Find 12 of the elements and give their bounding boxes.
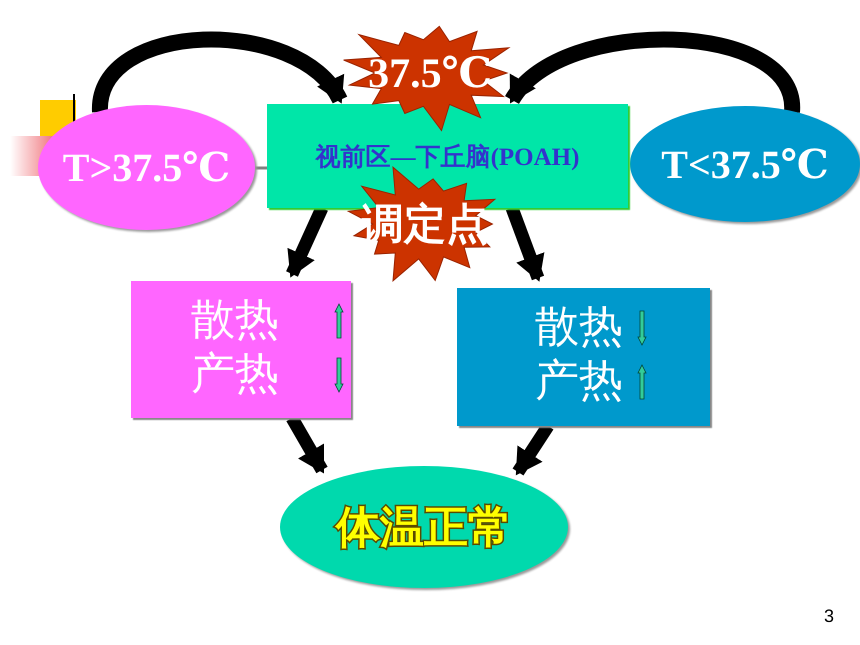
effect-text: 产热 [191, 349, 279, 399]
arrow [506, 206, 544, 282]
effect-text: 产热 [535, 356, 623, 406]
temperature-oval: T>37.5℃ [38, 105, 255, 230]
temperature-oval: T<37.5℃ [630, 106, 860, 222]
effect-text: 散热 [191, 295, 279, 345]
result-oval: 体温正常 [280, 466, 568, 588]
effect-box [131, 281, 351, 418]
page-number: 3 [824, 606, 834, 627]
effect-box [457, 288, 710, 426]
effect-text: 散热 [535, 302, 623, 352]
connector-line [255, 166, 267, 170]
